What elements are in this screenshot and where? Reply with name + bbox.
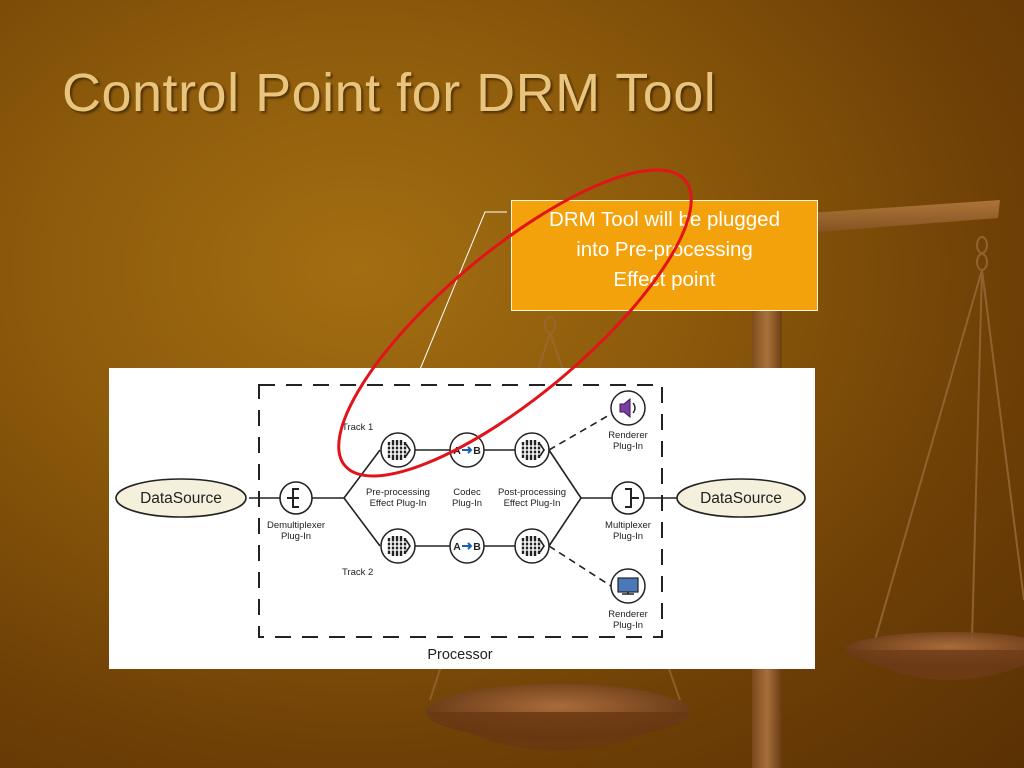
codec-label-2: Plug-In [452, 498, 482, 509]
processor-diagram: Processor DataSource [109, 368, 815, 669]
svg-text:B: B [473, 541, 481, 553]
mux-icon [611, 481, 645, 515]
track-1-label: Track 1 [342, 422, 373, 433]
callout-line-3: Effect point [613, 268, 716, 291]
postprocessing-label-2: Effect Plug-In [504, 498, 561, 509]
postprocessing-label-1: Post-processing [498, 487, 566, 498]
speaker-icon [610, 390, 646, 426]
mux-label-1: Multiplexer [605, 520, 651, 531]
track-2-label: Track 2 [342, 567, 373, 578]
renderer-video-label-2: Plug-In [613, 620, 643, 631]
processor-diagram-svg: Processor DataSource [115, 384, 806, 663]
demux-icon [279, 481, 313, 515]
codec-icon: A B [449, 432, 485, 468]
preprocessing-label-1: Pre-processing [366, 487, 430, 498]
demux-label-1: Demultiplexer [267, 520, 325, 531]
datasource-in-label: DataSource [140, 490, 222, 507]
preprocessing-label-2: Effect Plug-In [370, 498, 427, 509]
processor-boundary [258, 384, 663, 638]
monitor-icon [610, 568, 646, 604]
preprocessing-filter-icon [379, 527, 417, 565]
processor-label: Processor [427, 647, 492, 663]
svg-text:A: A [453, 445, 461, 457]
callout-line-1: DRM Tool will be plugged [549, 208, 780, 231]
renderer-video-label-1: Renderer [608, 609, 648, 620]
svg-text:B: B [473, 445, 481, 457]
slide-title: Control Point for DRM Tool [62, 63, 717, 123]
postprocessing-filter-icon [513, 527, 551, 565]
callout-box: DRM Tool will be plugged into Pre-proces… [511, 200, 818, 311]
renderer-audio-label-1: Renderer [608, 430, 648, 441]
datasource-out-node [676, 478, 806, 518]
datasource-out-label: DataSource [700, 490, 782, 507]
datasource-in-node [115, 478, 247, 518]
postprocessing-filter-icon [513, 431, 551, 469]
renderer-audio-label-2: Plug-In [613, 441, 643, 452]
svg-text:A: A [453, 541, 461, 553]
preprocessing-filter-icon [379, 431, 417, 469]
codec-icon: A B [449, 528, 485, 564]
callout-line-2: into Pre-processing [576, 238, 753, 261]
mux-label-2: Plug-In [613, 531, 643, 542]
demux-label-2: Plug-In [281, 531, 311, 542]
codec-label-1: Codec [453, 487, 481, 498]
